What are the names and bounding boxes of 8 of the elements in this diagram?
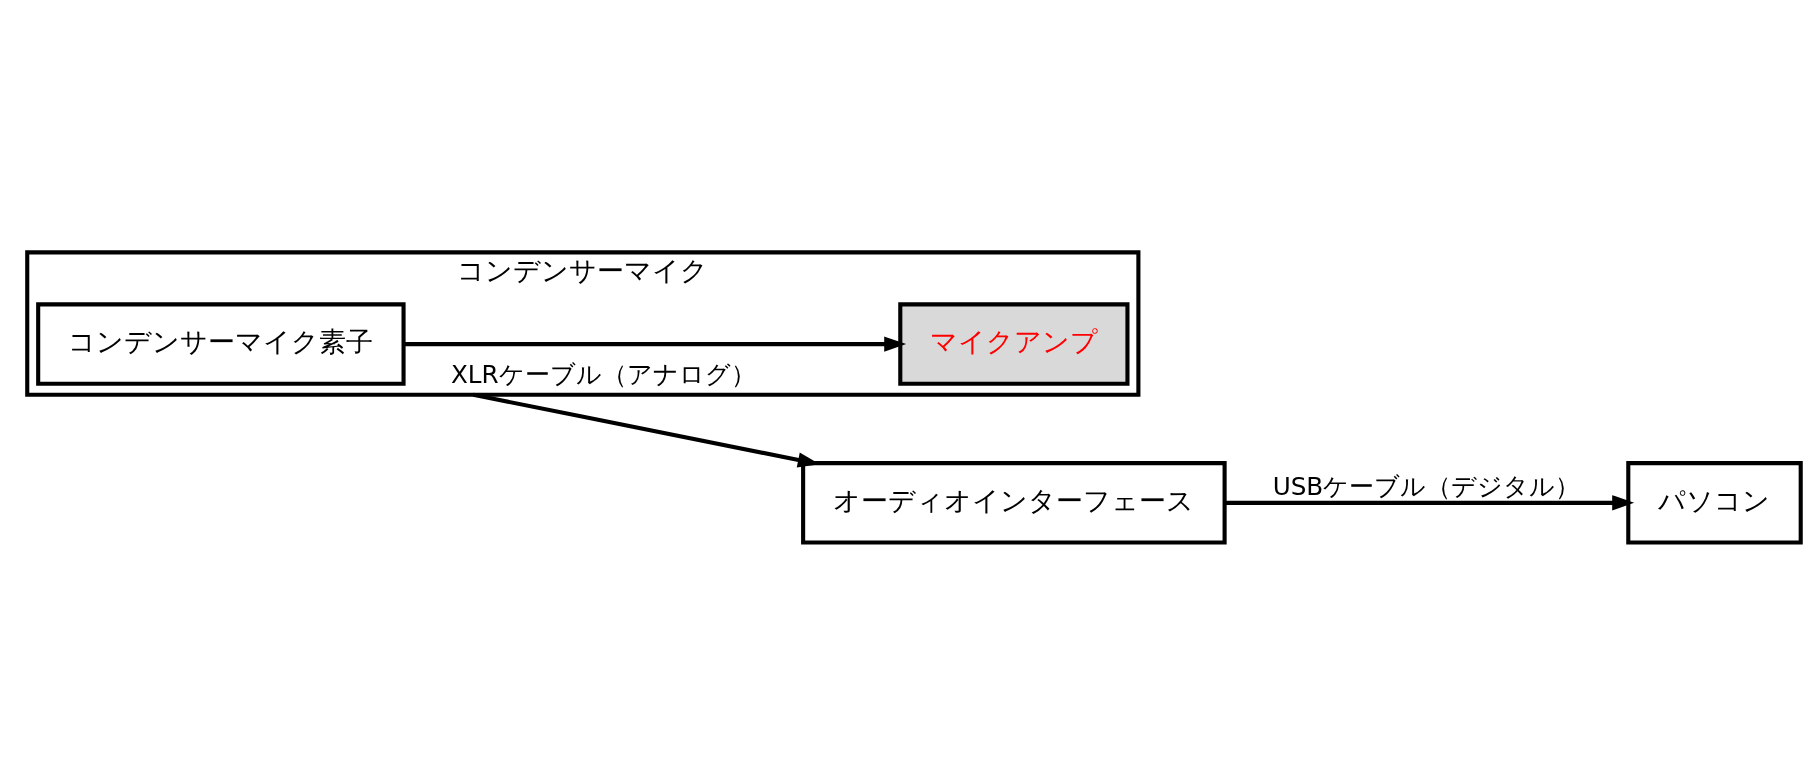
edge-label: XLRケーブル（アナログ） — [450, 359, 756, 389]
edge-label: USBケーブル（デジタル） — [1272, 471, 1581, 501]
node-box: オーディオインターフェース — [801, 460, 1227, 545]
arrow — [1224, 494, 1635, 511]
node-box: パソコン — [1626, 460, 1803, 545]
arrow — [404, 335, 907, 352]
node-box: コンデンサーマイク素子 — [36, 301, 406, 386]
node-box: マイクアンプ — [898, 301, 1130, 386]
